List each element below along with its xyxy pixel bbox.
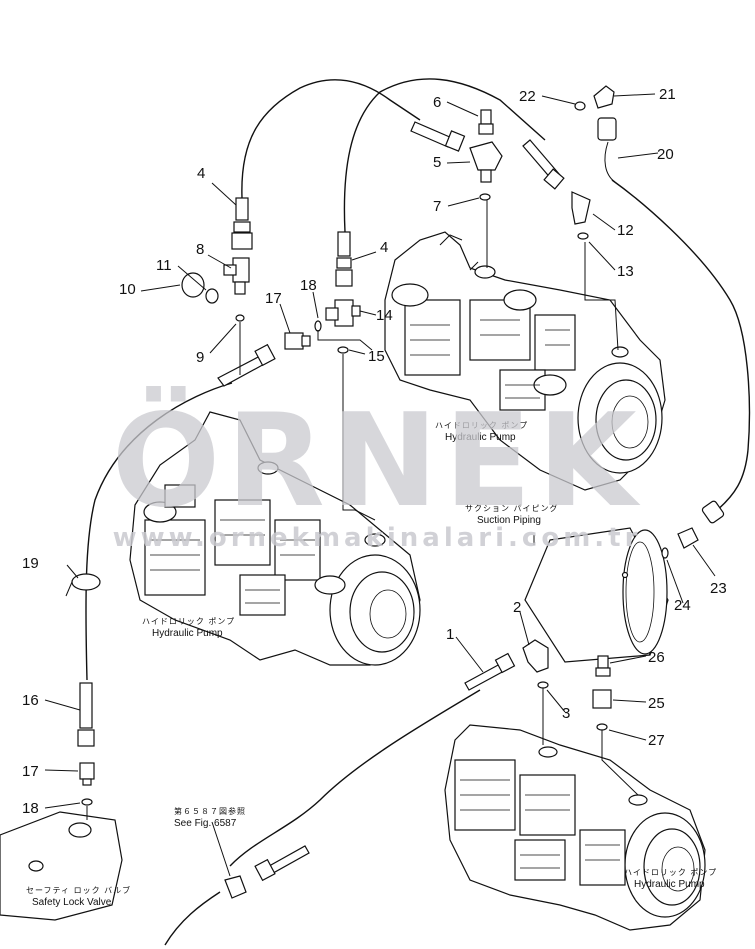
callout-24: 24 — [674, 597, 691, 614]
callout-27: 27 — [648, 732, 665, 749]
suction-piping — [524, 527, 669, 663]
callout-12: 12 — [617, 222, 634, 239]
label-pump-bottom-jp: ハイドロリック ポンプ — [624, 868, 717, 877]
callout-9: 9 — [196, 349, 204, 366]
hydraulic-pump-top-right — [384, 231, 666, 491]
label-pump-bottom-en: Hydraulic Pump — [634, 879, 705, 890]
callout-5: 5 — [433, 154, 441, 171]
label-see-fig-jp: 第６５８７図参照 — [174, 806, 246, 816]
callout-10: 10 — [119, 281, 136, 298]
label-safety-en: Safety Lock Valve — [32, 897, 112, 908]
label-see-fig-en: See Fig. 6587 — [174, 818, 237, 829]
label-pump-left-en: Hydraulic Pump — [152, 628, 223, 639]
callout-4-left: 4 — [197, 165, 205, 182]
callout-17-upper: 17 — [265, 290, 282, 307]
callout-18-upper: 18 — [300, 277, 317, 294]
callout-2: 2 — [513, 599, 521, 616]
callout-1: 1 — [446, 626, 454, 643]
callout-17-lower: 17 — [22, 763, 39, 780]
safety-lock-valve — [0, 811, 123, 921]
label-pump-top-jp: ハイドロリック ポンプ — [435, 421, 528, 430]
label-suction-jp: サクション パイピング — [465, 503, 559, 513]
callout-3: 3 — [562, 705, 570, 722]
callout-26: 26 — [648, 649, 665, 666]
callout-25: 25 — [648, 695, 665, 712]
callout-19: 19 — [22, 555, 39, 572]
component-labels: ハイドロリック ポンプ Hydraulic Pump ハイドロリック ポンプ H… — [26, 421, 717, 908]
label-pump-left-jp: ハイドロリック ポンプ — [142, 617, 235, 626]
fittings — [65, 85, 725, 899]
leader-lines — [44, 93, 716, 877]
callout-15: 15 — [368, 348, 385, 365]
callout-11: 11 — [156, 257, 172, 274]
callout-14: 14 — [376, 307, 393, 324]
callout-7: 7 — [433, 198, 441, 215]
callout-numbers: 1 2 3 4 4 5 6 7 8 9 10 11 12 13 14 15 16… — [22, 86, 727, 817]
callout-18-lower: 18 — [22, 800, 39, 817]
hydraulic-pump-bottom-right — [444, 724, 706, 931]
callout-8: 8 — [196, 241, 204, 258]
label-safety-jp: セーフティ ロック バルブ — [26, 885, 131, 895]
hydraulic-pump-left — [129, 411, 421, 666]
callout-22: 22 — [519, 88, 536, 105]
hose-lines — [85, 78, 751, 946]
callout-6: 6 — [433, 94, 441, 111]
label-pump-top-en: Hydraulic Pump — [445, 432, 516, 443]
callout-4-right: 4 — [380, 239, 388, 256]
callout-16: 16 — [22, 692, 39, 709]
callout-23: 23 — [710, 580, 727, 597]
callout-13: 13 — [617, 263, 634, 280]
label-suction-en: Suction Piping — [477, 515, 541, 526]
callout-20: 20 — [657, 146, 674, 163]
callout-21: 21 — [659, 86, 676, 103]
